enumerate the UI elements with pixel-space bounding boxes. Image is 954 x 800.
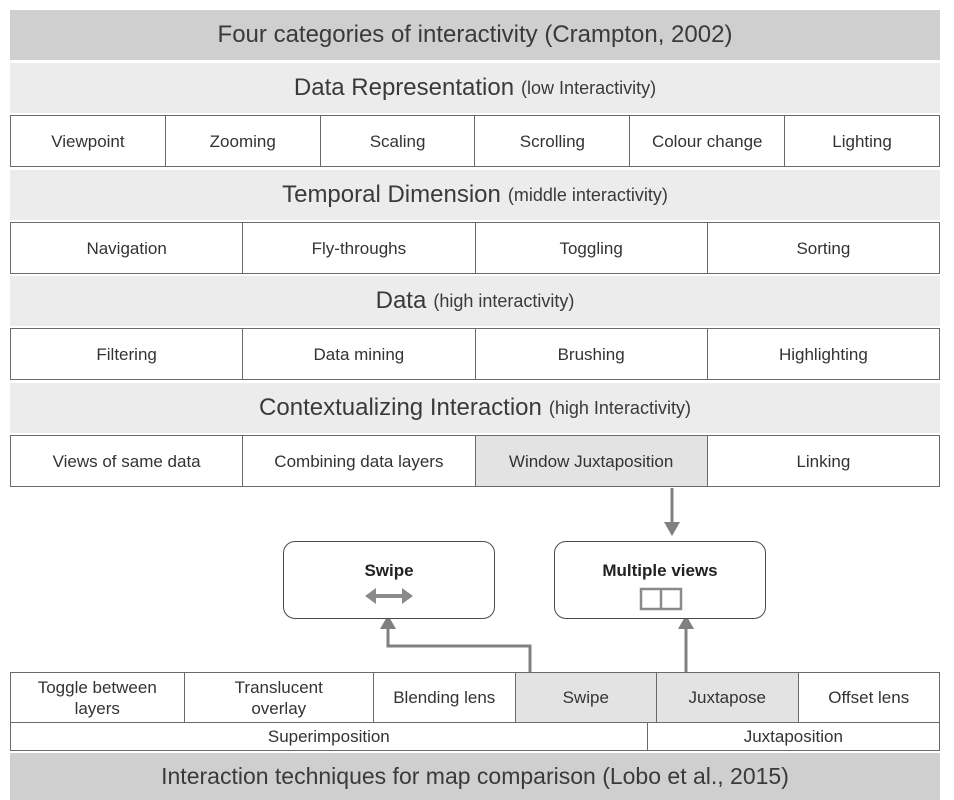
technique-cell: Translucent overlay (185, 673, 374, 722)
multiple-views-box: Multiple views (554, 541, 766, 619)
technique-cell: Blending lens (374, 673, 516, 722)
swipe-box: Swipe (283, 541, 495, 619)
data-row: Filtering Data mining Brushing Highlight… (10, 328, 940, 380)
footer-title: Interaction techniques for map compariso… (10, 753, 940, 800)
category-cell: Highlighting (778, 344, 868, 364)
connector-line (386, 628, 532, 673)
diagram-title-text: Four categories of interactivity (Crampt… (217, 21, 733, 48)
category-cell: Viewpoint (11, 116, 166, 166)
technique-cell: Toggle between layers (11, 673, 185, 722)
technique-groups-row: Superimposition Juxtaposition (10, 723, 940, 751)
arrowhead (380, 615, 396, 629)
data-representation-row: Viewpoint Zooming Scaling Scrolling Colo… (10, 115, 940, 167)
section-heading-temporal-dimension: Temporal Dimension (middle interactivity… (10, 170, 940, 220)
double-arrow-icon (365, 588, 413, 604)
section-note: (middle interactivity) (507, 184, 668, 205)
category-cell: Data mining (243, 329, 476, 379)
category-cell-highlighted: Window Juxtaposition (475, 436, 708, 486)
section-note: (high Interactivity) (548, 397, 691, 418)
section-heading-data: Data (high interactivity) (10, 276, 940, 326)
technique-cell-highlighted: Juxtapose (657, 673, 799, 722)
category-cell: Scrolling (475, 116, 631, 166)
category-cell: Zooming (166, 116, 321, 166)
category-cell: Brushing (476, 329, 708, 379)
multiple-views-box-label: Multiple views (602, 561, 718, 580)
temporal-dimension-row: Navigation Fly-throughs Toggling Sorting (10, 222, 940, 274)
technique-cell: Offset lens (828, 688, 910, 707)
category-cell: Linking (796, 451, 851, 471)
swipe-box-label: Swipe (364, 561, 414, 580)
group-superimposition: Superimposition (11, 723, 648, 750)
category-cell: Scaling (321, 116, 476, 166)
footer-title-text: Interaction techniques for map compariso… (161, 763, 789, 789)
arrowhead (664, 522, 680, 536)
section-heading-contextualizing-interaction: Contextualizing Interaction (high Intera… (10, 383, 940, 433)
category-cell: Toggling (476, 223, 708, 273)
category-cell: Views of same data (11, 436, 244, 486)
section-note: (high interactivity) (433, 290, 575, 311)
section-heading-text: Temporal Dimension (282, 181, 501, 208)
technique-cell-highlighted: Swipe (515, 673, 657, 722)
category-cell: Sorting (796, 238, 851, 258)
section-heading-text: Data (375, 287, 427, 314)
section-heading-text: Data Representation (293, 74, 515, 101)
diagram-title: Four categories of interactivity (Crampt… (10, 10, 940, 60)
contextualizing-row: Views of same data Combining data layers… (10, 435, 940, 487)
category-cell: Filtering (11, 329, 244, 379)
split-window-icon (639, 587, 683, 611)
section-heading-data-representation: Data Representation (low Interactivity) (10, 63, 940, 113)
category-cell: Fly-throughs (243, 223, 476, 273)
category-cell: Combining data layers (243, 436, 476, 486)
techniques-row: Toggle between layers Translucent overla… (10, 672, 940, 723)
section-note: (low Interactivity) (521, 77, 657, 98)
category-cell: Navigation (11, 223, 244, 273)
category-cell: Colour change (630, 116, 786, 166)
arrowhead (678, 615, 694, 629)
category-cell: Lighting (832, 131, 892, 151)
section-heading-text: Contextualizing Interaction (259, 394, 542, 421)
group-juxtaposition: Juxtaposition (743, 726, 843, 746)
